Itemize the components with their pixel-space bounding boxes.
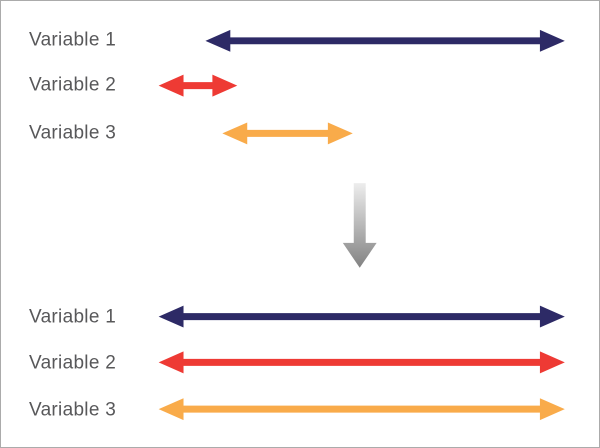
bottom-variable-label-1: Variable 1 (29, 306, 117, 328)
top-variable-label-2: Variable 2 (29, 74, 117, 96)
top-double-arrow-1 (205, 29, 565, 52)
top-variable-label-3: Variable 3 (29, 122, 117, 144)
bottom-variable-label-3: Variable 3 (29, 399, 117, 421)
bottom-variable-label-2: Variable 2 (29, 352, 117, 374)
down-arrow-icon (342, 183, 377, 268)
bottom-double-arrow-2 (158, 351, 565, 374)
top-double-arrow-3 (222, 122, 353, 145)
top-double-arrow-2 (158, 74, 238, 97)
bottom-double-arrow-3 (158, 398, 565, 421)
top-variable-label-1: Variable 1 (29, 29, 117, 51)
bottom-double-arrow-1 (158, 305, 565, 328)
